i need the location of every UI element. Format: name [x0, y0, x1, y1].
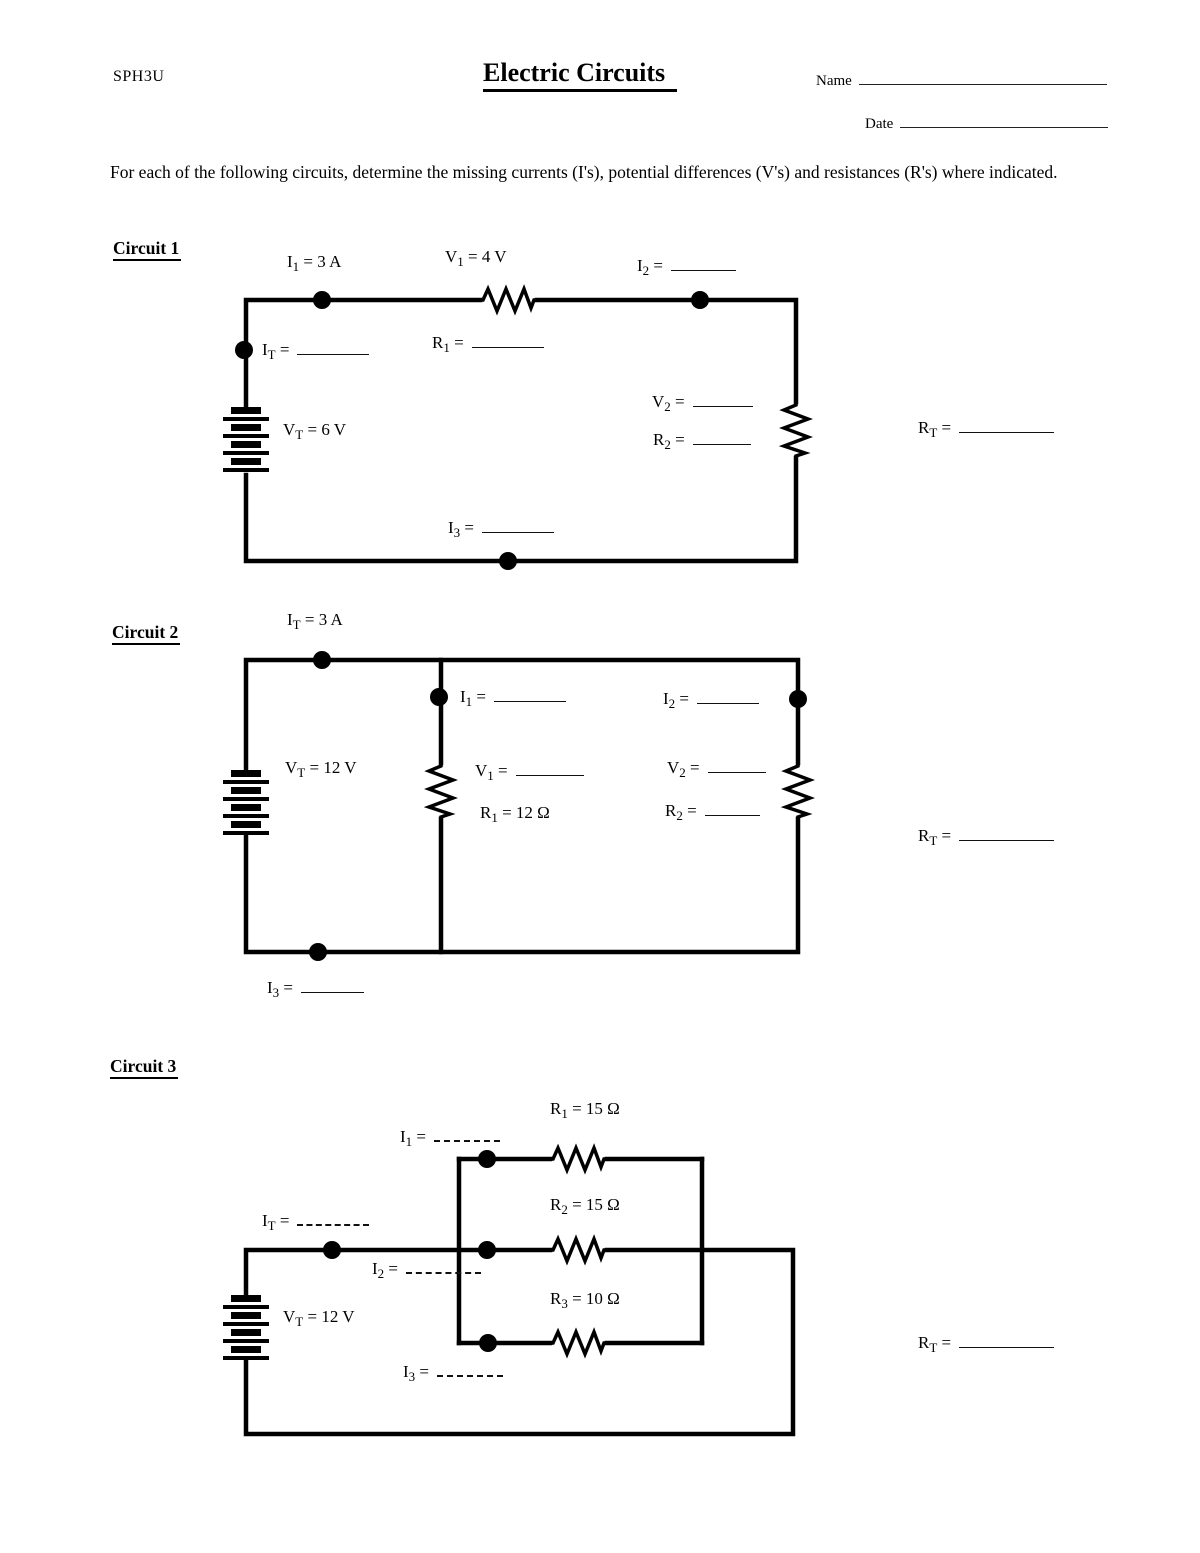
label-c2-v2: V2 =: [667, 757, 766, 781]
circuit1-heading: Circuit 1: [113, 238, 182, 261]
label-c3-i3: I3 =: [403, 1360, 504, 1385]
label-c3-vt: VT = 12 V: [283, 1307, 355, 1329]
date-row: Date: [865, 113, 1109, 133]
label-c3-r3: R3 = 10 Ω: [550, 1289, 620, 1311]
label-c2-r1: R1 = 12 Ω: [480, 803, 550, 825]
page-title-text: Electric Circuits: [483, 58, 678, 92]
circuit3-heading: Circuit 3: [110, 1056, 179, 1079]
name-blank-line: [858, 70, 1107, 85]
circuit3-resistor1-icon: [548, 1143, 609, 1175]
label-c3-r1: R1 = 15 Ω: [550, 1099, 620, 1121]
date-label: Date: [865, 116, 894, 132]
circuit1-resistor2-icon: [778, 400, 813, 460]
circuit2-battery-icon: [223, 770, 269, 835]
label-c2-i3: I3 =: [267, 977, 365, 1001]
course-code: SPH3U: [113, 68, 165, 85]
circuit1-diagram: [223, 284, 813, 570]
circuit1-resistor1-icon: [478, 284, 539, 316]
label-c1-r1: R1 =: [432, 332, 544, 356]
label-c1-v2: V2 =: [652, 391, 753, 415]
circuit3-diagram: [223, 1143, 796, 1437]
label-c2-i2: I2 =: [663, 688, 760, 712]
label-c1-v1: V1 = 4 V: [445, 247, 507, 269]
label-c3-it: IT =: [262, 1209, 370, 1234]
circuit2-heading: Circuit 2: [112, 622, 181, 645]
circuit3-wires: [243, 1156, 796, 1437]
circuit1-battery-icon: [223, 407, 269, 472]
circuit1-junction-dots: [235, 291, 709, 570]
label-c1-r2: R2 =: [653, 429, 751, 453]
circuit1-wires: [243, 297, 799, 564]
name-label: Name: [816, 73, 852, 89]
label-c1-i1: I1 = 3 A: [287, 252, 342, 274]
label-c2-it: IT = 3 A: [287, 610, 343, 632]
label-c3-i1: I1 =: [400, 1125, 501, 1150]
date-blank-line: [900, 113, 1109, 128]
label-c2-i1: I1 =: [460, 686, 567, 710]
label-c1-it: IT =: [262, 339, 370, 363]
label-c1-vt: VT = 6 V: [283, 420, 347, 442]
label-c2-v1: V1 =: [475, 760, 584, 784]
circuit3-resistor2-icon: [548, 1234, 609, 1266]
label-c1-rt: RT =: [918, 417, 1055, 441]
label-c2-rt: RT =: [918, 825, 1055, 849]
circuit3-junction-dots: [323, 1150, 497, 1352]
label-c1-i3: I3 =: [448, 517, 555, 541]
circuit3-resistor3-icon: [548, 1327, 609, 1359]
instructions-paragraph: For each of the following circuits, dete…: [110, 162, 1058, 182]
circuit2-resistor1-icon: [423, 761, 458, 821]
circuit3-battery-icon: [223, 1295, 269, 1360]
circuit2-diagram: [223, 651, 815, 961]
label-c2-r2: R2 =: [665, 800, 760, 824]
label-c3-r2: R2 = 15 Ω: [550, 1195, 620, 1217]
label-c3-rt: RT =: [918, 1332, 1055, 1356]
label-c1-i2: I2 =: [637, 255, 737, 279]
label-c2-vt: VT = 12 V: [285, 758, 357, 780]
circuit2-wires: [243, 657, 801, 955]
circuit2-junction-dots: [309, 651, 807, 961]
circuit2-resistor2-icon: [780, 761, 815, 821]
label-c3-i2: I2 =: [372, 1257, 482, 1282]
name-row: Name: [816, 70, 1107, 90]
page-title: Electric Circuits: [483, 58, 678, 92]
